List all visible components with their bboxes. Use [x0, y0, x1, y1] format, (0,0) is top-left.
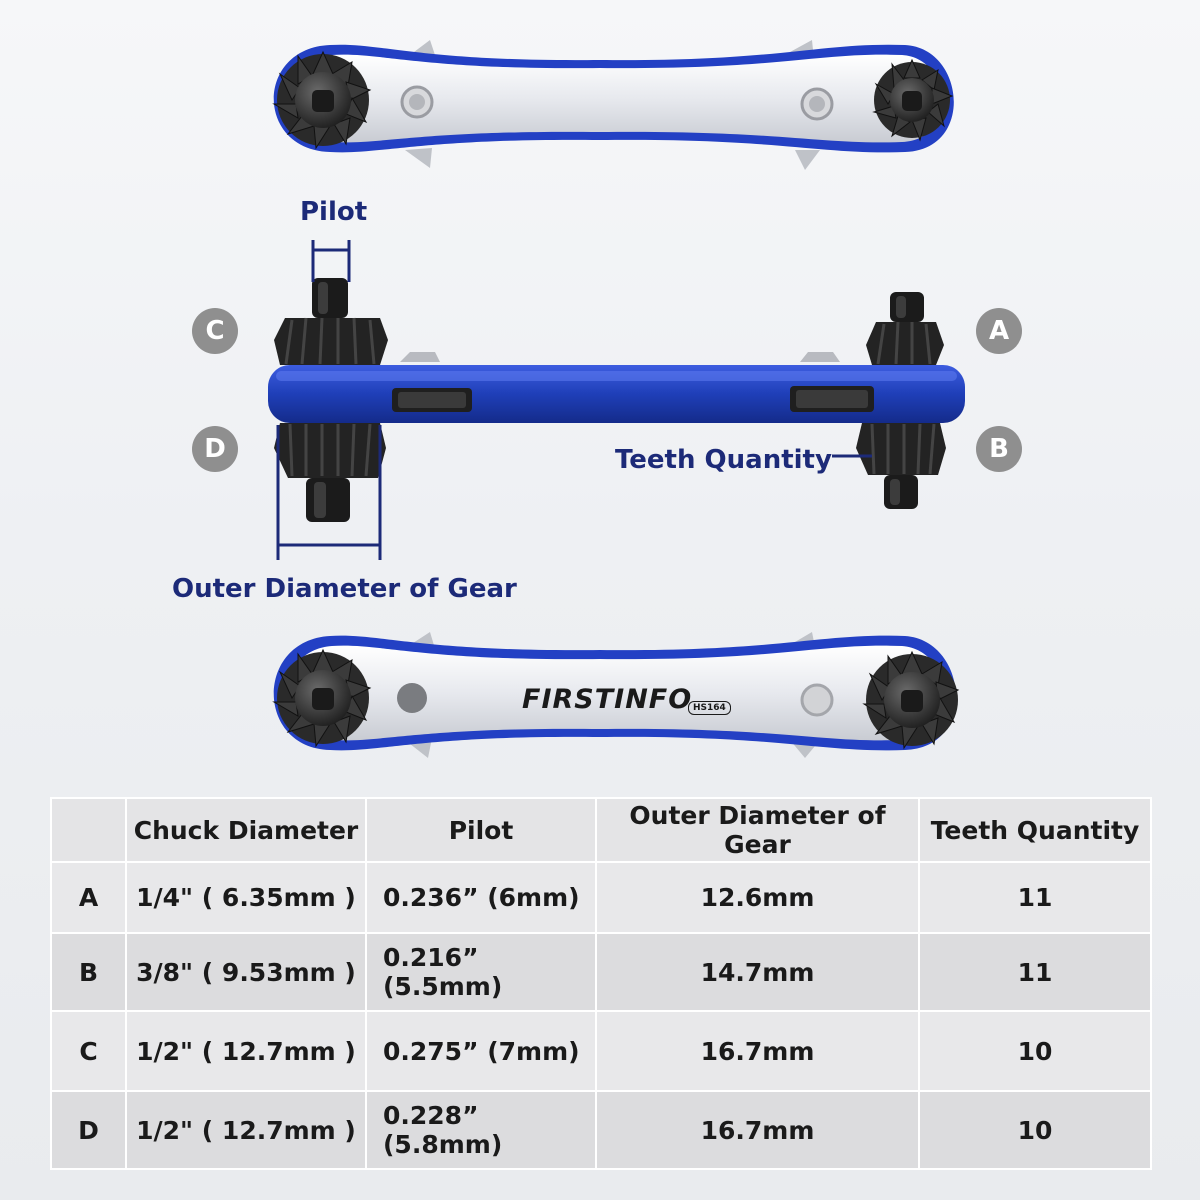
gear-bottom-right-icon: [862, 650, 960, 750]
row-key: D: [50, 1090, 127, 1170]
marker-b: B: [976, 426, 1022, 472]
outer-diameter-dimension-line: [276, 425, 382, 560]
socket-d-icon: [274, 423, 386, 522]
header-corner: [50, 797, 127, 863]
chuck-diameter-cell: 1/2" ( 12.7mm ): [125, 1090, 367, 1170]
wrench-side-view: [268, 240, 965, 560]
teeth-quantity-cell: 11: [918, 932, 1152, 1012]
gear-bottom-left-icon: [272, 648, 372, 748]
header-outer-diameter: Outer Diameter of Gear: [595, 797, 920, 863]
header-teeth-quantity: Teeth Quantity: [918, 797, 1152, 863]
socket-c-icon: [274, 278, 388, 365]
pilot-cell: 0.275” (7mm): [365, 1010, 597, 1092]
model-badge: HS164: [688, 701, 731, 715]
product-illustration: Pilot Teeth Quantity Outer Diameter of G…: [172, 40, 1022, 758]
wrench-diagram: [268, 40, 965, 758]
pilot-cell: 0.228” (5.8mm): [365, 1090, 597, 1170]
table-row: D 1/2" ( 12.7mm ) 0.228” (5.8mm) 16.7mm …: [50, 1090, 1152, 1170]
pilot-cell: 0.236” (6mm): [365, 861, 597, 934]
header-chuck-diameter: Chuck Diameter: [125, 797, 367, 863]
wrench-bottom-view: [272, 632, 960, 758]
table-row: B 3/8" ( 9.53mm ) 0.216” (5.5mm) 14.7mm …: [50, 932, 1152, 1012]
header-pilot: Pilot: [365, 797, 597, 863]
teeth-quantity-label: Teeth Quantity: [615, 445, 832, 475]
row-key: B: [50, 932, 127, 1012]
wrench-top-view: [272, 40, 954, 170]
pilot-dimension-line: [311, 240, 351, 282]
socket-a-icon: [866, 292, 944, 365]
pilot-label: Pilot: [300, 197, 368, 227]
outer-diameter-cell: 16.7mm: [595, 1090, 920, 1170]
row-key: A: [50, 861, 127, 934]
table-header-row: Chuck Diameter Pilot Outer Diameter of G…: [50, 797, 1152, 863]
teeth-quantity-cell: 10: [918, 1090, 1152, 1170]
teeth-quantity-cell: 11: [918, 861, 1152, 934]
pilot-cell: 0.216” (5.5mm): [365, 932, 597, 1012]
marker-c: C: [192, 308, 238, 354]
outer-diameter-cell: 14.7mm: [595, 932, 920, 1012]
teeth-quantity-cell: 10: [918, 1010, 1152, 1092]
brand-logo: FIRSTINFO: [522, 684, 693, 715]
chuck-diameter-cell: 1/2" ( 12.7mm ): [125, 1010, 367, 1092]
chuck-diameter-cell: 3/8" ( 9.53mm ): [125, 932, 367, 1012]
socket-b-icon: [856, 423, 946, 509]
marker-d: D: [192, 426, 238, 472]
row-key: C: [50, 1010, 127, 1092]
outer-diameter-cell: 16.7mm: [595, 1010, 920, 1092]
outer-diameter-cell: 12.6mm: [595, 861, 920, 934]
marker-a: A: [976, 308, 1022, 354]
outer-diameter-label: Outer Diameter of Gear: [172, 574, 517, 604]
chuck-diameter-cell: 1/4" ( 6.35mm ): [125, 861, 367, 934]
table-row: A 1/4" ( 6.35mm ) 0.236” (6mm) 12.6mm 11: [50, 861, 1152, 934]
gear-top-right-icon: [872, 58, 954, 142]
table-row: C 1/2" ( 12.7mm ) 0.275” (7mm) 16.7mm 10: [50, 1010, 1152, 1092]
gear-top-left-icon: [272, 50, 372, 150]
spec-table: Chuck Diameter Pilot Outer Diameter of G…: [50, 797, 1152, 1170]
